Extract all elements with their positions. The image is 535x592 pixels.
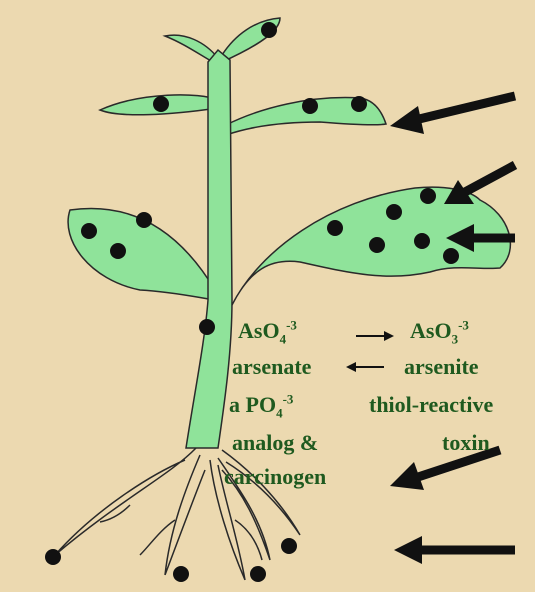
analog-label: analog & (232, 430, 318, 456)
arrow-pointer-icon (394, 536, 515, 564)
arrow-pointer-icon (390, 96, 515, 134)
arsenite-formula: AsO3-3 (410, 318, 469, 344)
arsenic-dot-icon (45, 549, 61, 565)
arsenite-name: arsenite (404, 354, 479, 380)
arsenic-dot-icon (351, 96, 367, 112)
arsenic-dot-icon (302, 98, 318, 114)
arsenic-dot-icon (110, 243, 126, 259)
root-left (55, 448, 196, 555)
root-hair-1 (100, 505, 130, 522)
arsenic-dot-icon (281, 538, 297, 554)
toxin-label: toxin (442, 430, 490, 456)
arrow-left-icon (346, 362, 384, 372)
arrow-right-icon (356, 331, 394, 341)
arsenic-dot-icon (81, 223, 97, 239)
thiol-reactive-label: thiol-reactive (369, 392, 493, 418)
root-right (222, 450, 300, 535)
arrow-pointer-icon (390, 450, 500, 490)
plant-body (68, 18, 510, 448)
arsenate-name: arsenate (232, 354, 311, 380)
arsenic-dot-icon (414, 233, 430, 249)
arsenic-dot-icon (386, 204, 402, 220)
arsenic-dot-icon (199, 319, 215, 335)
arsenic-dot-icon (420, 188, 436, 204)
arrow-pointer-icon (444, 165, 515, 204)
arsenate-formula: AsO4-3 (238, 318, 297, 344)
root-hair-2 (140, 520, 175, 555)
arsenic-dot-icon (173, 566, 189, 582)
arsenic-dots (45, 22, 459, 582)
reaction-arrows (346, 331, 394, 372)
arsenic-dot-icon (369, 237, 385, 253)
arsenic-dot-icon (136, 212, 152, 228)
arsenic-dot-icon (327, 220, 343, 236)
root-mid-left (165, 455, 205, 575)
arsenic-dot-icon (443, 248, 459, 264)
arsenic-dot-icon (250, 566, 266, 582)
carcinogen-label: carcinogen (224, 464, 326, 490)
arsenic-dot-icon (153, 96, 169, 112)
arsenic-dot-icon (261, 22, 277, 38)
phosphate-analog-label: a PO4-3 (229, 392, 293, 418)
